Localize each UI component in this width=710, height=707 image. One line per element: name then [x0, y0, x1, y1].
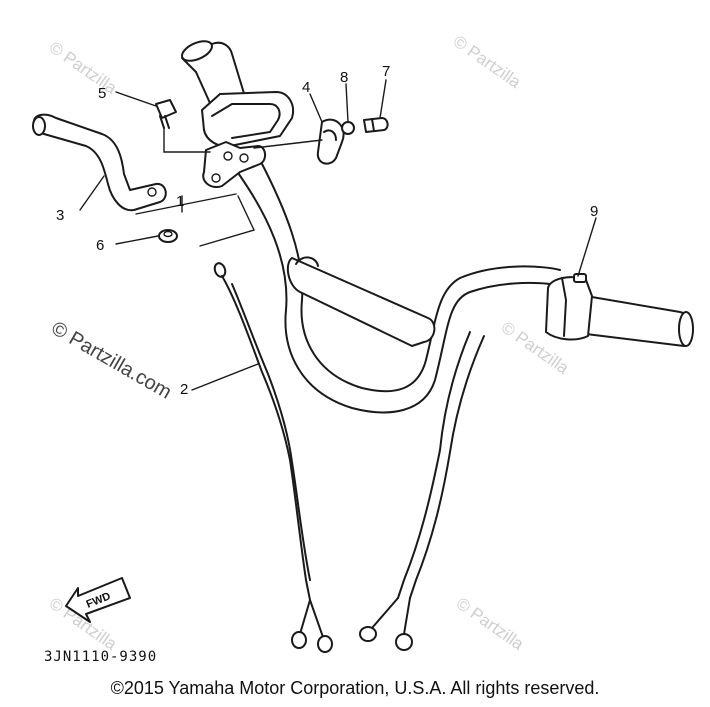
cable-right [359, 331, 485, 651]
nut [158, 229, 178, 243]
lever-holder [202, 141, 266, 188]
pivot-bolt [155, 99, 177, 129]
watermark-center: © Partzilla.com [48, 317, 176, 403]
watermark-top-left: © Partzilla [46, 38, 121, 98]
left-grip [181, 40, 294, 148]
part-label-6: 6 [96, 237, 104, 254]
leader-lines [79, 79, 597, 391]
part-label-4: 4 [302, 79, 310, 96]
watermarks: © Partzilla © Partzilla © Partzilla © Pa… [46, 32, 573, 654]
part-label-9: 9 [590, 203, 598, 220]
part-label-7: 7 [382, 63, 390, 80]
copyright-notice: ©2015 Yamaha Motor Corporation, U.S.A. A… [110, 678, 600, 698]
brake-lever [32, 113, 167, 212]
clamp [316, 118, 345, 165]
watermark-bottom-right: © Partzilla [453, 594, 528, 654]
part-label-3: 3 [56, 207, 64, 224]
forward-arrow: FWD [65, 577, 131, 623]
part-label-2: 2 [180, 381, 188, 398]
throttle-housing [545, 276, 593, 341]
handlebar [235, 159, 561, 414]
part-labels: 1 2 3 4 5 6 7 8 9 [56, 63, 598, 398]
part-label-1: 1 [176, 193, 184, 210]
part-label-8: 8 [340, 69, 348, 86]
handlebar-crossbar [286, 257, 436, 347]
washer [341, 121, 355, 135]
part-label-5: 5 [98, 85, 106, 102]
clamp-assembly [316, 117, 389, 165]
watermark-top-right: © Partzilla [450, 32, 525, 92]
screw [363, 117, 389, 133]
drawing-code: 3JN1110-9390 [44, 649, 157, 665]
cable-left [213, 262, 333, 653]
right-grip [545, 273, 694, 347]
